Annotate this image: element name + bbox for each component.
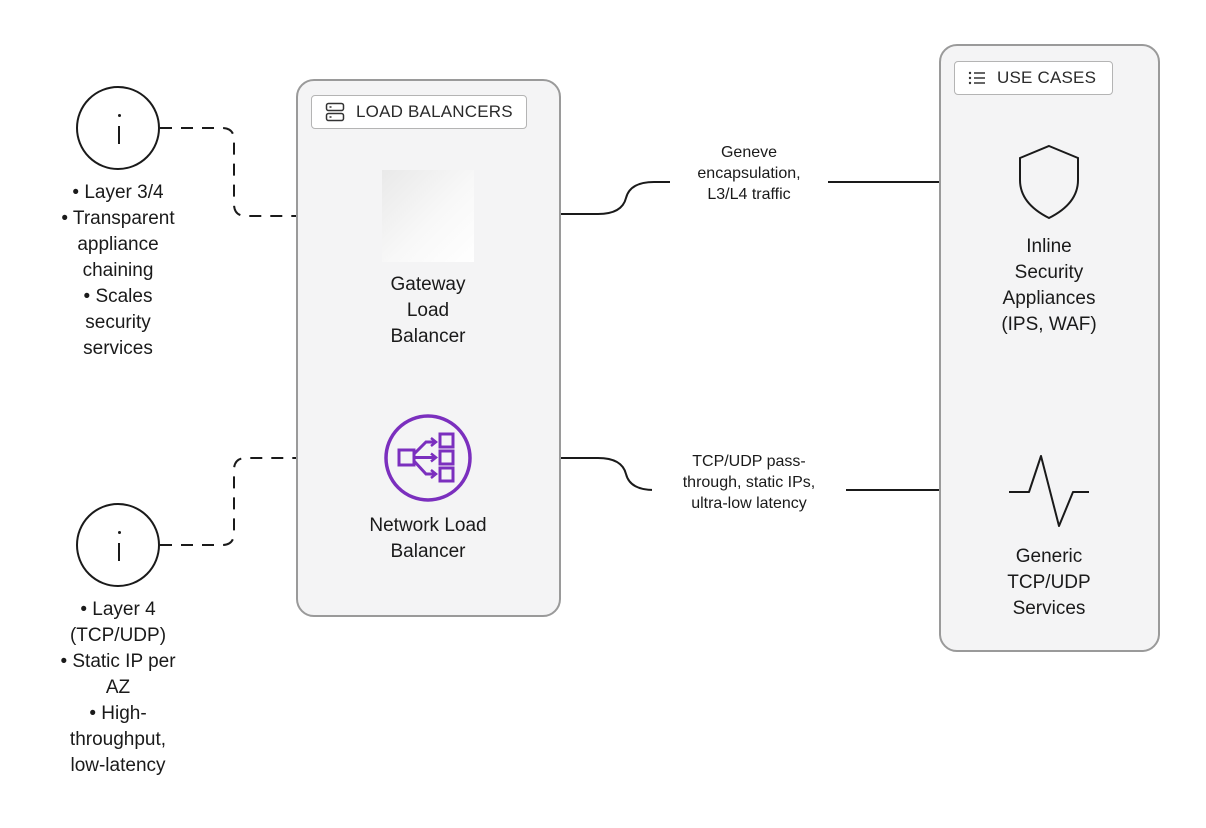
gateway-info-connector xyxy=(160,127,384,217)
server-stack-icon xyxy=(325,102,345,122)
gateway-info-icon xyxy=(76,86,160,170)
gateway-info-note: • Layer 3/4 • Transparent appliance chai… xyxy=(61,182,175,359)
network-to-services-edge xyxy=(474,457,1005,497)
list-icon xyxy=(968,71,985,85)
use-cases-header-label: USE CASES xyxy=(997,68,1097,87)
network-to-services-edge-label: TCP/UDP pass- through, static IPs, ultra… xyxy=(652,451,846,514)
shield-icon xyxy=(1019,144,1079,220)
load-balancers-group xyxy=(296,79,561,617)
use-cases-header: USE CASES xyxy=(954,61,1113,95)
generic-services-label: Generic TCP/UDP Services xyxy=(1007,546,1091,619)
inline-security-label: Inline Security Appliances (IPS, WAF) xyxy=(1001,236,1097,335)
network-info-icon xyxy=(76,503,160,587)
network-info-connector xyxy=(160,457,388,546)
gateway-load-balancer-label: Gateway Load Balancer xyxy=(390,274,466,347)
pulse-icon xyxy=(1009,455,1089,527)
network-load-balancer-icon xyxy=(384,414,472,502)
network-info-note: • Layer 4 (TCP/UDP) • Static IP per AZ •… xyxy=(60,599,176,776)
gateway-load-balancer-icon xyxy=(382,170,474,262)
load-balancers-header-label: LOAD BALANCERS xyxy=(356,102,513,121)
gateway-to-security-edge-label: Geneve encapsulation, L3/L4 traffic xyxy=(670,142,828,205)
network-load-balancer-label: Network Load Balancer xyxy=(369,515,487,562)
load-balancers-header: LOAD BALANCERS xyxy=(311,95,527,129)
gateway-to-security-edge xyxy=(474,175,1005,215)
